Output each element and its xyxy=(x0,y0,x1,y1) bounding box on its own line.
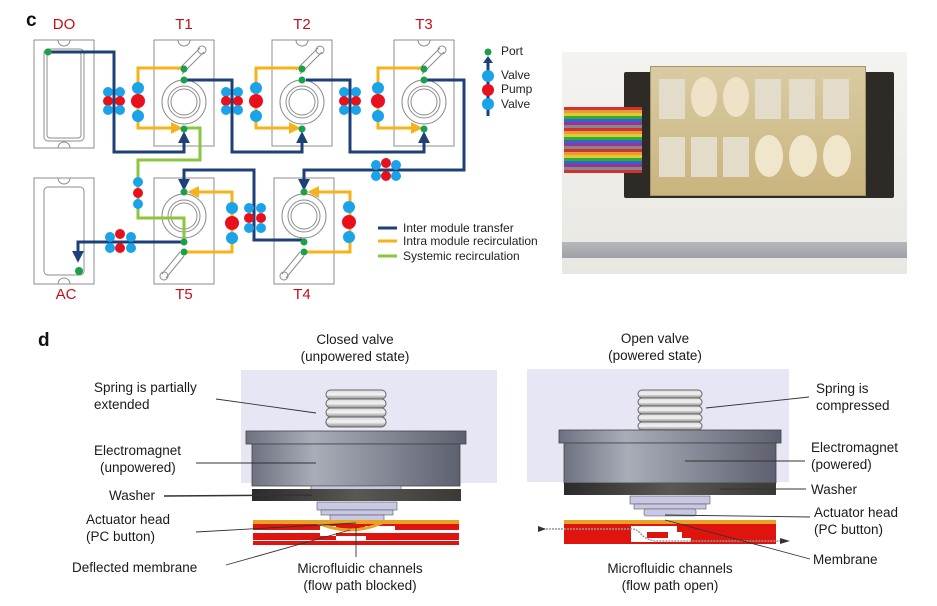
module-t3 xyxy=(393,39,455,147)
module-label-ac: AC xyxy=(55,286,77,303)
open-actuator-label-2: (PC button) xyxy=(814,522,884,537)
symbol-key xyxy=(482,48,494,116)
key-pump-label: Pump xyxy=(501,82,533,96)
closed-washer-label: Washer xyxy=(109,488,156,503)
closed-actuator-label-1: Actuator head xyxy=(86,512,171,527)
open-magnet-label-1: Electromagnet xyxy=(811,440,899,455)
open-valve-title: Open valve xyxy=(620,331,690,346)
line-legend-swatches xyxy=(378,226,397,258)
open-spring-label-2: compressed xyxy=(816,398,890,413)
ports xyxy=(44,48,428,275)
legend-intra-module: Intra module recirculation xyxy=(403,234,538,248)
valve-key-icon xyxy=(482,70,494,82)
legend-inter-module: Inter module transfer xyxy=(403,221,514,235)
valve-key-icon-2 xyxy=(482,98,494,110)
closed-channels-label-2: (flow path blocked) xyxy=(303,578,417,593)
open-washer xyxy=(564,483,776,495)
panel-letter-d: d xyxy=(38,330,50,351)
open-valve-subtitle: (powered state) xyxy=(608,348,702,363)
module-label-t1: T1 xyxy=(175,16,193,33)
open-membrane-label: Membrane xyxy=(813,552,878,567)
key-valve-label-2: Valve xyxy=(501,97,531,111)
module-label-t3: T3 xyxy=(415,16,433,33)
closed-valve-diagram xyxy=(241,370,497,545)
key-valve-label: Valve xyxy=(501,68,531,82)
closed-magnet-label-2: (unpowered) xyxy=(100,460,176,475)
valve-pump-groups xyxy=(103,82,401,253)
device-photo xyxy=(562,52,907,274)
open-magnet-label-2: (powered) xyxy=(811,457,872,472)
closed-valve-subtitle: (unpowered state) xyxy=(300,349,410,364)
open-washer-label: Washer xyxy=(811,482,858,497)
closed-spring-label-2: extended xyxy=(94,397,150,412)
module-label-do: DO xyxy=(52,16,76,33)
module-t1 xyxy=(153,39,215,147)
open-valve-diagram xyxy=(527,369,790,544)
open-chip-layers xyxy=(538,520,790,544)
closed-magnet-label-1: Electromagnet xyxy=(94,443,182,458)
open-channels-label-2: (flow path open) xyxy=(621,578,719,593)
open-actuator-label-1: Actuator head xyxy=(814,505,899,520)
closed-actuator-label-2: (PC button) xyxy=(86,529,156,544)
open-channels-label-1: Microfluidic channels xyxy=(607,561,733,576)
closed-spring xyxy=(325,389,387,428)
legend-systemic: Systemic recirculation xyxy=(403,249,520,263)
closed-electromagnet xyxy=(251,443,461,487)
port-key-icon xyxy=(484,48,492,56)
module-label-t5: T5 xyxy=(175,286,193,303)
key-port-label: Port xyxy=(501,44,524,58)
closed-valve-title: Closed valve xyxy=(316,332,394,347)
pump-key-icon xyxy=(482,84,494,96)
closed-spring-label-1: Spring is partially xyxy=(94,380,197,395)
module-label-t4: T4 xyxy=(293,286,311,303)
leader-lines xyxy=(163,396,811,566)
open-electromagnet xyxy=(563,442,777,484)
module-label-t2: T2 xyxy=(293,16,311,33)
ribbon-cable xyxy=(564,107,642,173)
panel-letter-c: c xyxy=(26,10,37,31)
closed-channels-label-1: Microfluidic channels xyxy=(297,561,423,576)
open-spring xyxy=(637,389,703,431)
device-chip-body xyxy=(650,66,866,196)
open-spring-label-1: Spring is xyxy=(816,381,869,396)
closed-membrane-label: Deflected membrane xyxy=(72,560,198,575)
ruler xyxy=(562,242,907,258)
module-ac xyxy=(33,177,95,285)
closed-washer xyxy=(252,489,461,501)
inter-module-transfer-lines xyxy=(48,50,466,263)
open-actuator-head xyxy=(643,508,697,517)
systemic-recirculation-line xyxy=(136,126,202,242)
